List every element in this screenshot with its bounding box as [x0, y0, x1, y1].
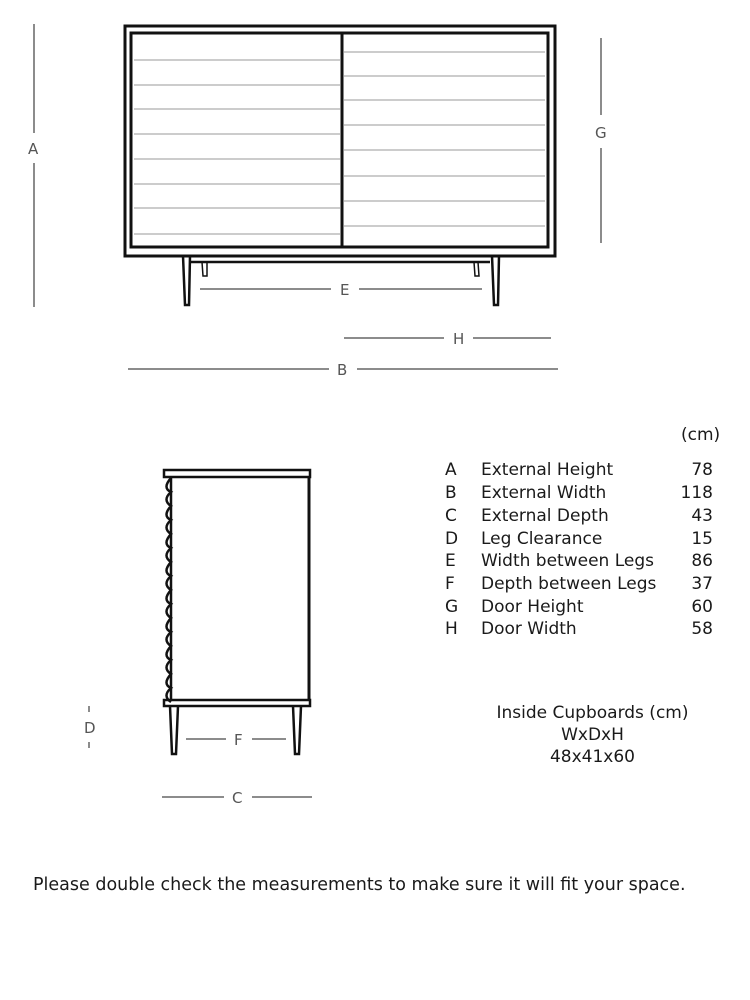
- row-value: 78: [691, 460, 713, 480]
- front-dimension-lines: [33, 24, 602, 370]
- front-view: [123, 24, 557, 307]
- side-top-board: [162, 468, 312, 479]
- row-letter: H: [445, 619, 458, 639]
- row-name: Leg Clearance: [481, 529, 603, 549]
- dim-label-a: A: [28, 140, 39, 158]
- dim-label-g: G: [595, 124, 607, 142]
- row-letter: G: [445, 597, 459, 617]
- row-letter: A: [445, 460, 457, 480]
- front-leg-right: [490, 255, 501, 307]
- side-bottom-board: [162, 698, 312, 708]
- side-leg-back: [291, 705, 303, 756]
- inside-cupboards-format: WxDxH: [561, 725, 624, 745]
- row-name: Depth between Legs: [481, 574, 657, 594]
- row-letter: C: [445, 506, 457, 526]
- row-value: 118: [680, 483, 713, 503]
- rear-leg-right: [473, 261, 480, 277]
- dim-label-d: D: [84, 719, 96, 737]
- row-letter: E: [445, 551, 456, 571]
- dim-label-h: H: [453, 330, 464, 348]
- dim-label-f: F: [234, 731, 243, 749]
- measurement-note: Please double check the measurements to …: [33, 875, 686, 895]
- inside-cupboards: Inside Cupboards (cm) WxDxH 48x41x60: [470, 702, 715, 768]
- row-value: 15: [691, 529, 713, 549]
- row-name: External Height: [481, 460, 614, 480]
- row-name: External Depth: [481, 506, 609, 526]
- side-view: [162, 468, 312, 756]
- row-value: 86: [691, 551, 713, 571]
- row-letter: B: [445, 483, 457, 503]
- table-unit: (cm): [681, 425, 721, 445]
- front-leg-left: [181, 255, 192, 307]
- row-letter: F: [445, 574, 455, 594]
- dim-label-c: C: [232, 789, 242, 807]
- side-leg-front: [168, 705, 180, 756]
- side-dimension-lines: [88, 706, 312, 798]
- inside-cupboards-value: 48x41x60: [549, 747, 636, 767]
- row-value: 60: [691, 597, 713, 617]
- row-name: Door Height: [481, 597, 584, 617]
- row-value: 43: [691, 506, 713, 526]
- cabinet-outer-frame: [123, 24, 557, 258]
- cabinet-inner-frame: [129, 31, 550, 249]
- row-name: External Width: [481, 483, 607, 503]
- row-value: 58: [691, 619, 713, 639]
- row-name: Width between Legs: [481, 551, 654, 571]
- inside-cupboards-title: Inside Cupboards (cm): [496, 703, 689, 723]
- door-slats: [134, 51, 545, 235]
- row-letter: D: [445, 529, 459, 549]
- side-slat-profile: [165, 477, 174, 704]
- dim-label-b: B: [337, 361, 347, 379]
- dim-label-e: E: [340, 281, 349, 299]
- rear-leg-left: [201, 261, 208, 277]
- row-value: 37: [691, 574, 713, 594]
- row-name: Door Width: [481, 619, 577, 639]
